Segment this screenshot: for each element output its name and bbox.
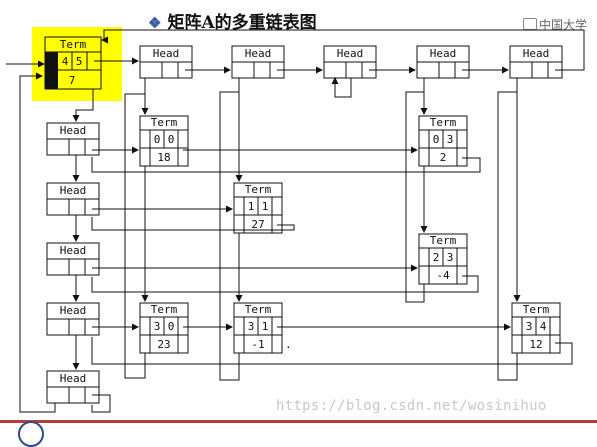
term-node-0-0-col: 0 bbox=[168, 133, 175, 146]
column-head-4: Head bbox=[509, 45, 563, 79]
diamond-bullet-icon: ❖ bbox=[148, 14, 162, 32]
term-node-3-1-value: -1 bbox=[251, 338, 264, 351]
term-node-3-0-col: 0 bbox=[168, 320, 175, 333]
row-head-0: Head bbox=[46, 122, 100, 156]
term-node-2-3-col: 3 bbox=[447, 251, 454, 264]
column-head-0: Head bbox=[139, 45, 193, 79]
term-node-2-3-label: Term bbox=[430, 234, 457, 247]
term-node-1-1-col: 1 bbox=[262, 200, 269, 213]
term-node-1-1: Term 1 1 27 bbox=[233, 182, 283, 234]
term-node-3-1-row: 3 bbox=[248, 320, 255, 333]
bottom-logo-icon bbox=[18, 421, 44, 447]
term-node-1-1-label: Term bbox=[245, 183, 272, 196]
row-head-0-label: Head bbox=[60, 124, 87, 137]
term-node-0-0-label: Term bbox=[151, 116, 178, 129]
term-node-3-4-row: 3 bbox=[526, 320, 533, 333]
term-node-0-3-label: Term bbox=[430, 116, 457, 129]
watermark-url: https://blog.csdn.net/wosinihuo bbox=[276, 398, 547, 414]
row-head-4: Head bbox=[46, 370, 100, 404]
root-count: 7 bbox=[69, 74, 76, 87]
row-head-2-label: Head bbox=[60, 244, 87, 257]
term-node-2-3: Term 2 3 -4 bbox=[418, 233, 468, 285]
column-head-0-label: Head bbox=[153, 47, 180, 60]
column-head-1-label: Head bbox=[245, 47, 272, 60]
bottom-rule bbox=[0, 420, 597, 423]
term-node-3-4-value: 12 bbox=[529, 338, 542, 351]
term-node-0-0-value: 18 bbox=[157, 151, 170, 164]
term-node-3-1-label: Term bbox=[245, 303, 272, 316]
column-head-2: Head bbox=[323, 45, 377, 79]
stray-mark: . bbox=[285, 338, 292, 351]
term-node-3-4: Term 3 4 12 bbox=[511, 302, 561, 354]
term-node-3-0-value: 23 bbox=[157, 338, 170, 351]
column-head-3-label: Head bbox=[430, 47, 457, 60]
term-node-0-3: Term 0 3 2 bbox=[418, 115, 468, 167]
term-node-3-0: Term 3 0 23 bbox=[139, 302, 189, 354]
row-head-3: Head bbox=[46, 302, 100, 336]
row-head-2: Head bbox=[46, 242, 100, 276]
term-node-1-1-row: 1 bbox=[248, 200, 255, 213]
link-arrows bbox=[6, 29, 585, 413]
column-head-4-label: Head bbox=[523, 47, 550, 60]
term-node-3-0-row: 3 bbox=[154, 320, 161, 333]
diagram-title: ❖ 矩阵A的多重链表图 bbox=[148, 8, 317, 33]
term-node-0-0: Term 0 0 18 bbox=[139, 115, 189, 167]
column-head-3: Head bbox=[416, 45, 470, 79]
term-node-2-3-row: 2 bbox=[433, 251, 440, 264]
row-head-1-label: Head bbox=[60, 184, 87, 197]
root-cols: 5 bbox=[76, 55, 83, 68]
term-node-0-3-col: 3 bbox=[447, 133, 454, 146]
term-node-3-1: Term 3 1 -1 bbox=[233, 302, 283, 354]
term-node-2-3-value: -4 bbox=[436, 269, 450, 282]
term-node-3-1-col: 1 bbox=[262, 320, 269, 333]
row-head-3-label: Head bbox=[60, 304, 87, 317]
logo-text: 中国大学 bbox=[539, 18, 588, 32]
term-node-0-3-row: 0 bbox=[433, 133, 440, 146]
term-node-3-4-col: 4 bbox=[540, 320, 547, 333]
term-node-3-0-label: Term bbox=[151, 303, 178, 316]
root-rows: 4 bbox=[62, 55, 69, 68]
term-node-0-3-value: 2 bbox=[440, 151, 447, 164]
term-node-0-0-row: 0 bbox=[154, 133, 161, 146]
root-label: Term bbox=[60, 38, 87, 51]
column-head-1: Head bbox=[231, 45, 285, 79]
row-head-4-label: Head bbox=[60, 372, 87, 385]
root-term-node: Term 4 5 7 bbox=[44, 36, 102, 90]
multilist-diagram: Term 4 5 7 Head Head Head Head Head Head bbox=[6, 27, 585, 413]
title-text: 矩阵A的多重链表图 bbox=[167, 13, 317, 33]
term-node-1-1-value: 27 bbox=[251, 218, 264, 231]
row-head-1: Head bbox=[46, 182, 100, 216]
term-node-3-4-label: Term bbox=[523, 303, 550, 316]
column-head-2-label: Head bbox=[337, 47, 364, 60]
